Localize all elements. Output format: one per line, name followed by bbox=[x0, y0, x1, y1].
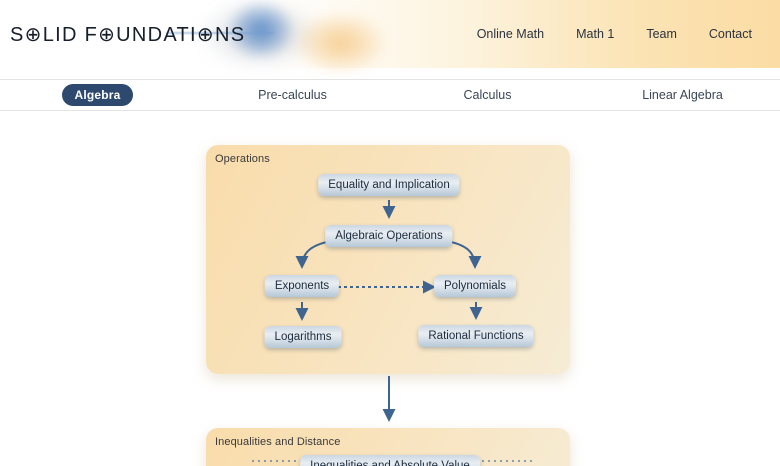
node-inequalities-and-absolute-value[interactable]: Inequalities and Absolute Value bbox=[300, 455, 480, 466]
node-logarithms[interactable]: Logarithms bbox=[264, 326, 342, 348]
tab-pre-calculus[interactable]: Pre-calculus bbox=[258, 88, 327, 102]
nav-link-math-1[interactable]: Math 1 bbox=[576, 27, 615, 41]
nav-link-online-math[interactable]: Online Math bbox=[476, 27, 545, 41]
site-header: S⊕LID F⊕UNDATI⊕NS Online Math Math 1 Tea… bbox=[0, 0, 780, 72]
node-polynomials[interactable]: Polynomials bbox=[434, 275, 516, 297]
tab-linear-algebra[interactable]: Linear Algebra bbox=[642, 88, 723, 102]
subject-tab-bar: Algebra Pre-calculus Calculus Linear Alg… bbox=[0, 79, 780, 111]
logo-wrap: S⊕LID F⊕UNDATI⊕NS bbox=[0, 0, 384, 72]
panel-inequalities-title: Inequalities and Distance bbox=[215, 436, 341, 448]
panel-operations-title: Operations bbox=[215, 153, 270, 165]
main-nav: Online Math Math 1 Team Contact bbox=[461, 27, 768, 41]
node-equality-and-implication[interactable]: Equality and Implication bbox=[318, 174, 460, 196]
node-exponents[interactable]: Exponents bbox=[264, 275, 340, 297]
tab-calculus[interactable]: Calculus bbox=[463, 88, 512, 102]
brand-logo[interactable]: S⊕LID F⊕UNDATI⊕NS bbox=[10, 23, 246, 46]
tab-algebra[interactable]: Algebra bbox=[0, 80, 195, 110]
node-rational-functions[interactable]: Rational Functions bbox=[418, 325, 534, 347]
logo-splash-orange bbox=[296, 14, 384, 72]
nav-link-contact[interactable]: Contact bbox=[708, 27, 752, 41]
nav-link-team[interactable]: Team bbox=[646, 27, 677, 41]
node-algebraic-operations[interactable]: Algebraic Operations bbox=[325, 225, 453, 247]
tab-algebra-pill[interactable]: Algebra bbox=[62, 84, 133, 106]
